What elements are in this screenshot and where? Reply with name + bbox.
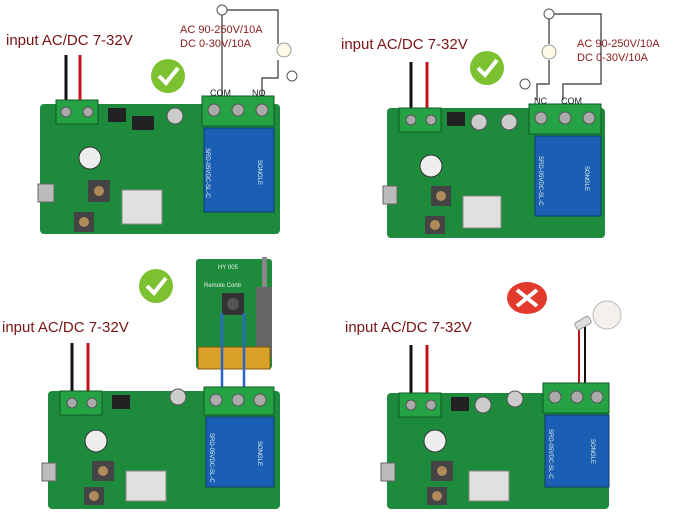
input-label: input AC/DC 7-32V bbox=[6, 32, 133, 49]
lamp-icon bbox=[592, 300, 622, 330]
relay-model-label: SRD-05VDC-SL-C bbox=[547, 429, 553, 479]
load-spec-ac: AC 90-250V/10A bbox=[577, 38, 660, 50]
terminal-no-label: NO bbox=[252, 88, 266, 98]
board-illustration bbox=[41, 257, 280, 509]
relay bbox=[203, 127, 275, 213]
input-label: input AC/DC 7-32V bbox=[341, 36, 468, 53]
check-icon bbox=[470, 51, 504, 85]
board-illustration bbox=[37, 4, 298, 234]
terminal-nc-label: NC bbox=[534, 96, 547, 106]
relay-model-label: SRD-05VDC-SL-C bbox=[208, 433, 214, 483]
relay-brand-label: SONGLE bbox=[583, 166, 589, 192]
relay bbox=[205, 416, 275, 488]
panel-nc-com: input AC/DC 7-32V AC 90-250V/10A DC 0-30… bbox=[339, 0, 678, 257]
board-illustration bbox=[380, 282, 622, 509]
lamp-icon bbox=[541, 44, 557, 60]
load-spec-dc: DC 0-30V/10A bbox=[180, 38, 251, 50]
load-spec-ac: AC 90-250V/10A bbox=[180, 24, 263, 36]
remote-model-label: HY 005 bbox=[218, 265, 238, 271]
panel-wrong-wiring: input AC/DC 7-32V SRD-05VDC-SL-C SONGLE bbox=[339, 257, 678, 514]
relay-brand-label: SONGLE bbox=[256, 441, 262, 467]
lamp-icon bbox=[276, 42, 292, 58]
load-spec-dc: DC 0-30V/10A bbox=[577, 52, 648, 64]
terminal-com-label: COM bbox=[561, 96, 582, 106]
input-label: input AC/DC 7-32V bbox=[2, 319, 129, 336]
board-illustration bbox=[382, 8, 605, 238]
input-label: input AC/DC 7-32V bbox=[345, 319, 472, 336]
terminal-com-label: COM bbox=[210, 88, 231, 98]
remote-caption-label: Remote Contr bbox=[204, 283, 242, 289]
relay bbox=[544, 414, 610, 488]
check-icon bbox=[139, 269, 173, 303]
relay-brand-label: SONGLE bbox=[256, 160, 262, 186]
check-icon bbox=[151, 59, 185, 93]
relay bbox=[534, 135, 602, 217]
panel-remote: input AC/DC 7-32V HY 005 Remote Contr SR… bbox=[0, 257, 339, 514]
relay-model-label: SRD-05VDC-SL-C bbox=[204, 148, 210, 198]
panel-com-no: input AC/DC 7-32V AC 90-250V/10A DC 0-30… bbox=[0, 0, 339, 257]
relay-model-label: SRD-05VDC-SL-C bbox=[537, 156, 543, 206]
relay-brand-label: SONGLE bbox=[589, 439, 595, 465]
